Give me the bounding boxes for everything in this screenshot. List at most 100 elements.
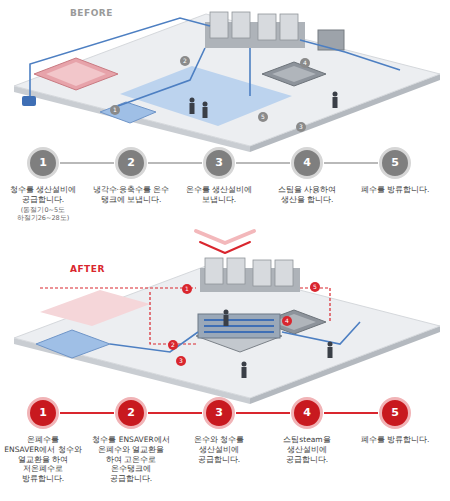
tank — [280, 14, 298, 40]
step-note: (동절기0~5도 하절기26~28도) — [1, 206, 85, 223]
step-description: 온수와 청수를 생산설비에 공급합니다. — [177, 435, 261, 464]
chevron — [196, 231, 254, 243]
tank — [227, 258, 245, 284]
pipe — [150, 292, 196, 344]
callout-number: 3 — [296, 122, 306, 132]
step-description: 스팀을 사용하여 생산을 합니다. — [265, 185, 349, 205]
tube — [204, 319, 274, 321]
pump-body — [22, 96, 36, 106]
callout-number: 2 — [180, 56, 190, 66]
hot-pipes — [40, 288, 330, 344]
water-pipes — [30, 18, 400, 106]
after-factory — [14, 258, 440, 404]
step-node: 4 스팀을 사용하여 생산을 합니다. — [265, 147, 349, 205]
tank — [205, 258, 223, 284]
step-node: 4스팀steam을 생산설비에 공급합니다. — [265, 397, 349, 464]
tank — [275, 260, 293, 286]
head — [333, 92, 338, 97]
timeline-connector — [324, 412, 378, 414]
callout-number: 5 — [258, 112, 268, 122]
step-description: 청수를 ENSAVER에서 온폐수와 열교환을 하여 고온수로 온수탱크에 공급… — [89, 435, 173, 484]
timeline-connector — [60, 412, 114, 414]
boiler — [318, 30, 344, 50]
body — [242, 367, 247, 378]
step-number: 2 — [115, 397, 147, 429]
step-node: 3 온수와 청수를 생산설비에 공급합니다. — [177, 397, 261, 464]
step-description: 온수를 생산설비에 보냅니다. — [177, 185, 261, 205]
callout-number: 3 — [176, 356, 186, 366]
storage-tanks — [210, 12, 298, 40]
timeline-connector — [236, 412, 290, 414]
waste-pool-water — [272, 66, 316, 82]
body — [224, 315, 229, 326]
step-node: 2 청수를 ENSAVER에서 온폐수와 열교환을 하여 고온수로 온수탱크에 공… — [89, 397, 173, 484]
step-number: 4 — [291, 147, 323, 179]
chevron — [200, 242, 250, 253]
body — [203, 107, 208, 118]
transition-chevrons — [196, 231, 254, 253]
water-tank — [100, 102, 156, 123]
pipe — [110, 332, 198, 352]
waste-pool — [262, 62, 326, 86]
ensaver-unit — [196, 314, 282, 352]
step-description: 스팀steam을 생산설비에 공급합니다. — [265, 435, 349, 464]
callout-number: 1 — [110, 105, 120, 115]
person-figure — [224, 310, 333, 379]
section-heading: BEFORE — [70, 8, 113, 18]
timeline-connector — [324, 162, 378, 164]
factory-floor — [14, 266, 440, 398]
ensaver-tubes — [204, 320, 274, 332]
callout-number: 2 — [168, 340, 178, 350]
step-description: 냉각수·응축수를 온수 탱크에 보냅니다. — [89, 185, 173, 205]
step-number: 3 — [203, 397, 235, 429]
callout-number: 4 — [282, 316, 292, 326]
step-node: 5 폐수를 방류합니다. — [353, 397, 437, 445]
timeline-connector — [60, 162, 114, 164]
head — [203, 102, 208, 107]
pipe — [282, 322, 360, 344]
water-pipes — [110, 322, 360, 352]
step-number: 2 — [115, 147, 147, 179]
body — [190, 103, 195, 114]
pipe — [30, 18, 210, 100]
timeline-connector — [148, 162, 202, 164]
head — [328, 342, 333, 347]
step-number: 5 — [379, 147, 411, 179]
tank — [210, 12, 228, 38]
section-heading: AFTER — [70, 264, 105, 274]
body — [333, 97, 338, 108]
storage-tanks — [205, 258, 293, 286]
step-number: 5 — [379, 397, 411, 429]
tank — [253, 260, 271, 286]
head — [224, 310, 229, 315]
hot-area — [40, 290, 150, 326]
pipe — [40, 287, 196, 288]
step-number: 1 — [27, 397, 59, 429]
step-description: 청수를 생산설비에 공급합니다. — [1, 185, 85, 205]
tube — [204, 325, 274, 327]
hot-pool-water — [46, 62, 106, 86]
tank — [232, 12, 250, 38]
pipe — [300, 40, 400, 70]
step-node: 1온폐수를 ENSAVER에서 청수와 열교환을 하여 저온폐수로 방류합니다. — [1, 397, 85, 484]
callout-number: 1 — [182, 284, 192, 294]
callout-number: 4 — [300, 58, 310, 68]
step-description: 폐수를 방류합니다. — [353, 435, 437, 445]
tank — [258, 14, 276, 40]
timeline-connector — [236, 162, 290, 164]
timeline-connector — [148, 412, 202, 414]
head — [190, 98, 195, 103]
ensaver-frame — [198, 314, 280, 338]
pipe — [300, 288, 330, 322]
step-description: 폐수를 방류합니다. — [353, 185, 437, 195]
step-node: 1 청수를 생산설비에 공급합니다.(동절기0~5도 하절기26~28도) — [1, 147, 85, 222]
step-number: 3 — [203, 147, 235, 179]
step-node: 5 폐수를 방류합니다. — [353, 147, 437, 195]
pipe — [118, 48, 205, 106]
step-number: 1 — [27, 147, 59, 179]
before-factory — [14, 12, 440, 152]
pipe — [249, 48, 251, 96]
callout-number: 5 — [310, 282, 320, 292]
step-node: 2 냉각수·응축수를 온수 탱크에 보냅니다. — [89, 147, 173, 205]
